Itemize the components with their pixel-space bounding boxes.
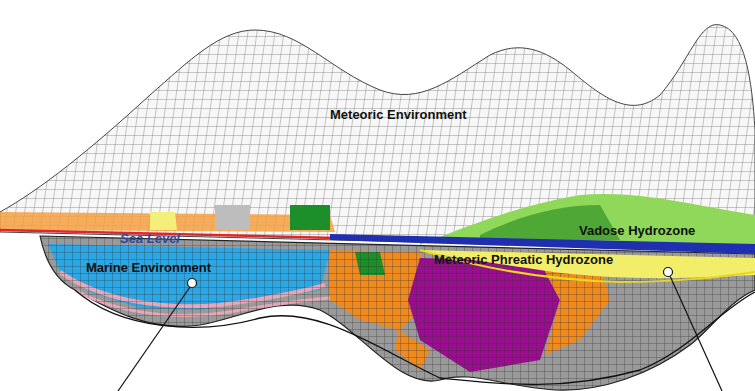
coastal-facies	[0, 212, 335, 232]
zone-label: Meteoric Environment	[328, 108, 469, 123]
subsurface-grid	[40, 236, 755, 390]
leader-line	[670, 276, 722, 391]
callout-dot	[664, 268, 673, 277]
callout-dot	[188, 279, 197, 288]
terrain-surface	[0, 25, 755, 250]
subsurface-body	[40, 236, 755, 390]
yellow-block	[150, 212, 177, 230]
base-horizon	[75, 290, 755, 385]
terrain-grid	[0, 25, 755, 250]
phreatic-boundary	[420, 250, 755, 282]
sea-level-label: Sea Level	[118, 232, 182, 247]
zone-label: Marine Environment	[84, 261, 213, 276]
grey-block	[215, 205, 250, 230]
zone-label: Vadose Hydrozone	[577, 224, 697, 239]
leader-line	[118, 287, 190, 391]
zone-label: Meteoric Phreatic Hydrozone	[432, 253, 615, 268]
phreatic-zone	[420, 250, 755, 278]
green-block	[290, 205, 330, 230]
